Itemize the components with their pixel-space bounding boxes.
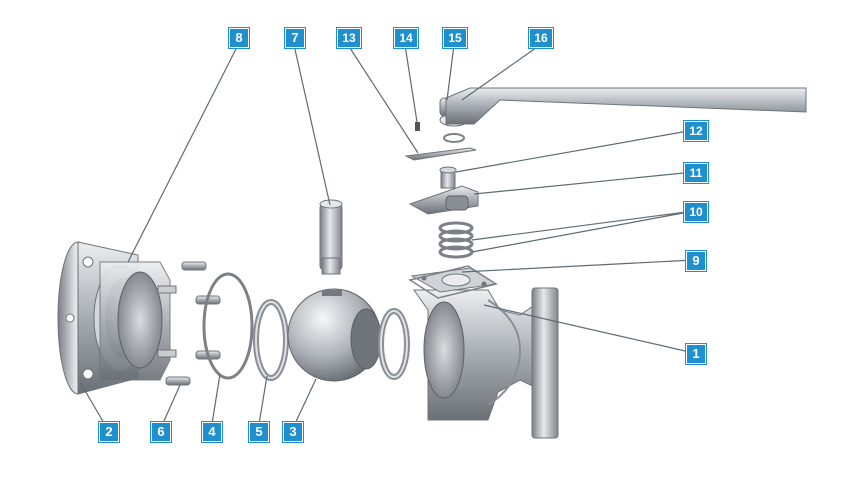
body-gasket: [202, 272, 254, 380]
callout-15: 15: [443, 28, 467, 48]
lock-plate: [408, 185, 479, 215]
gland-nut: [439, 166, 457, 189]
leader-14: [404, 44, 418, 123]
leader-5: [257, 375, 268, 431]
callout-10: 10: [684, 202, 708, 222]
end-connector-flange: [57, 241, 177, 395]
callout-8: 8: [229, 28, 249, 48]
callout-13: 13: [337, 28, 361, 48]
leader-4: [210, 373, 221, 431]
leader-16: [461, 44, 541, 101]
callout-14: 14: [394, 28, 418, 48]
seat-ring-left: [253, 299, 289, 381]
leader-7: [293, 44, 331, 206]
handle-pin: [404, 147, 477, 161]
leader-3: [291, 378, 317, 431]
leader-lines: [79, 44, 695, 431]
leader-10b: [471, 210, 695, 253]
handle-lever: [445, 87, 807, 125]
leader-9: [461, 259, 695, 273]
ball: [287, 288, 382, 382]
callout-2: 2: [99, 422, 119, 442]
callout-11: 11: [684, 163, 708, 183]
stem: [319, 199, 343, 275]
callout-12: 12: [684, 121, 708, 141]
leader-8: [127, 44, 239, 263]
leader-11: [473, 171, 695, 195]
seat-ring-right: [378, 308, 410, 380]
valve-body: [410, 267, 559, 439]
top-gasket: [408, 265, 498, 299]
spring: [438, 221, 474, 259]
callout-5: 5: [249, 422, 269, 442]
callout-7: 7: [285, 28, 305, 48]
callout-6: 6: [151, 422, 171, 442]
leader-12: [455, 129, 695, 173]
leader-10a: [471, 210, 695, 241]
set-screw: [415, 122, 420, 131]
callout-3: 3: [283, 422, 303, 442]
callout-16: 16: [529, 28, 553, 48]
callout-1: 1: [686, 344, 706, 364]
leader-13: [347, 44, 419, 154]
leader-1: [483, 304, 695, 354]
callout-9: 9: [686, 251, 706, 271]
leader-15: [446, 44, 455, 101]
callout-4: 4: [202, 422, 222, 442]
